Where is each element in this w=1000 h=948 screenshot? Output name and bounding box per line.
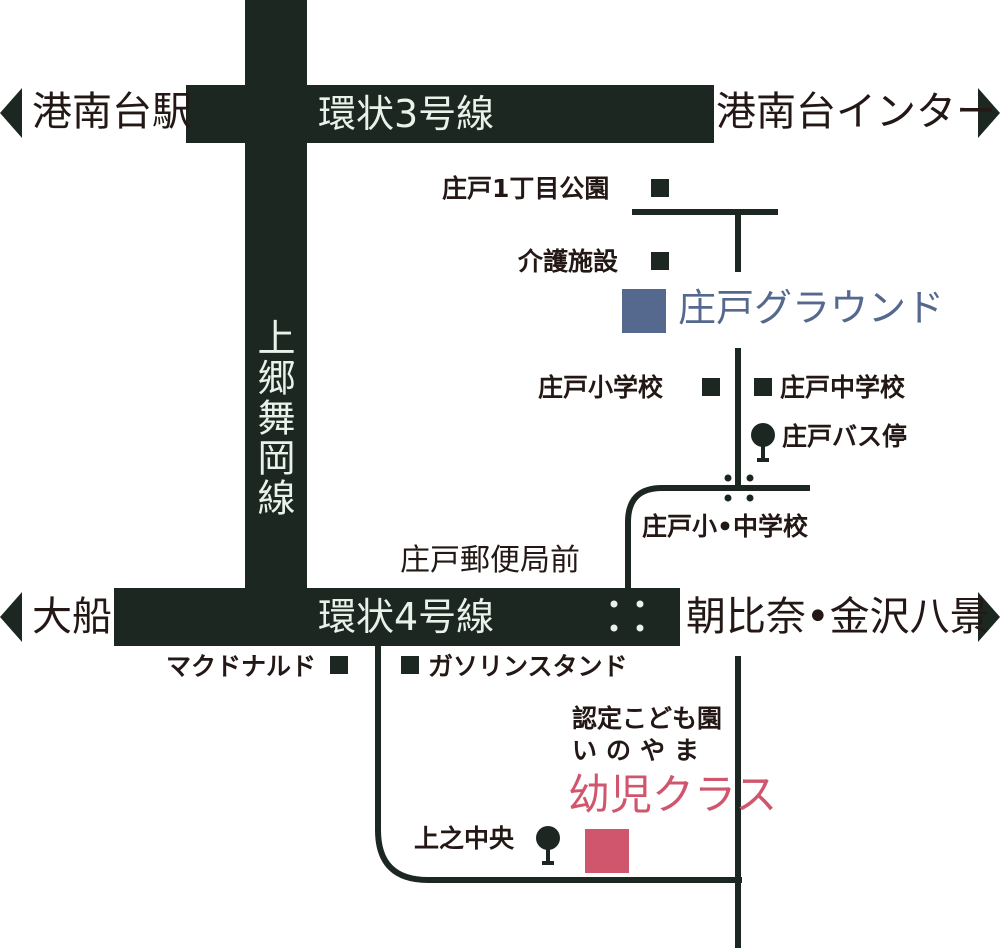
square-marker-icon [330, 656, 348, 674]
traffic-signal-icon [610, 600, 644, 632]
kindergarten-road [375, 646, 742, 883]
destination-west-top: 港南台駅 [32, 89, 192, 135]
arrow-left-icon [0, 592, 22, 642]
square-marker-icon [702, 378, 720, 396]
destination-west-bottom: 大船 [32, 594, 112, 640]
arrow-right-icon [978, 88, 1000, 138]
arrow-left-icon [0, 88, 22, 138]
destination-east-bottom: 朝比奈•金沢八景 [686, 594, 990, 640]
place-shoto-post-office: 庄戸郵便局前 [400, 543, 580, 578]
place-shoto-bus-stop: 庄戸バス停 [782, 422, 908, 451]
bus-stop-icon [751, 423, 775, 462]
shoto-ground-marker [622, 289, 666, 333]
kamigo-road [245, 0, 307, 646]
square-marker-icon [651, 252, 669, 270]
route3-label: 環状3号線 [318, 92, 495, 136]
place-shoto-1chome-park: 庄戸1丁目公園 [442, 174, 610, 203]
minor-roads [375, 209, 810, 948]
shoto-school-road [625, 485, 810, 588]
place-kaminoue-chuo: 上之中央 [414, 824, 515, 853]
place-mcdonalds: マクドナルド [166, 652, 317, 681]
bus-stop-icon [536, 826, 560, 865]
place-gas-station: ガソリンスタンド [428, 652, 628, 681]
destination-east-top: 港南台インター [716, 89, 996, 135]
place-care-facility: 介護施設 [518, 247, 619, 276]
square-marker-icon [651, 179, 669, 197]
kamigo-label: 上郷舞岡線 [251, 318, 295, 518]
route4-road [114, 588, 680, 646]
kindergarten-name-line3: 幼児クラス [568, 770, 778, 819]
place-shoto-ground: 庄戸グラウンド [678, 286, 945, 330]
place-shoto-junior-high: 庄戸中学校 [780, 373, 906, 402]
traffic-signal-icon [724, 474, 754, 502]
square-marker-icon [401, 656, 419, 674]
kindergarten-name-line2: いのやま [572, 736, 709, 765]
place-shoto-elementary: 庄戸小学校 [538, 373, 664, 402]
route4-label: 環状4号線 [318, 595, 495, 639]
square-marker-icon [754, 378, 772, 396]
arrow-right-icon [978, 592, 1000, 642]
kindergarten-marker [585, 829, 629, 873]
place-shoto-schools-signal: 庄戸小•中学校 [642, 512, 808, 541]
kindergarten-name-line1: 認定こども園 [572, 704, 723, 733]
